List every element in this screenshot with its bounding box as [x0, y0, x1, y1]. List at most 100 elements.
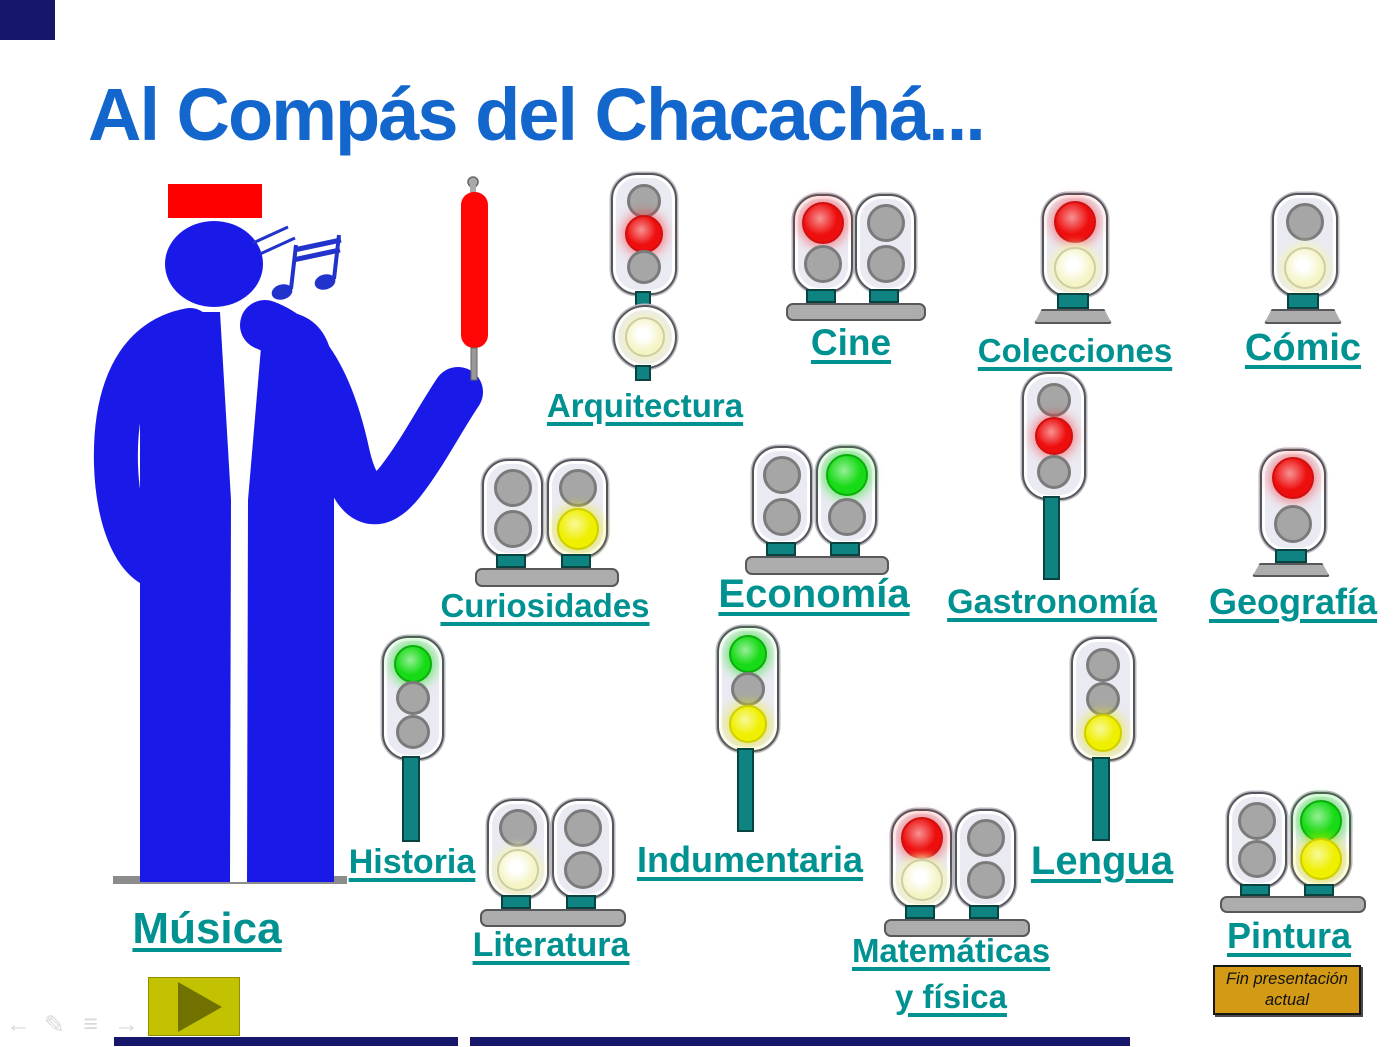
link-curiosidades[interactable]: Curiosidades: [440, 587, 650, 624]
signal-head: [482, 459, 543, 558]
annotate-pen-icon[interactable]: ✎: [44, 1011, 65, 1039]
signal-pedestal: [1275, 549, 1307, 563]
signal-light-off: [1037, 383, 1071, 417]
signal-light-green: [1300, 800, 1342, 842]
signal-light-lunar: [900, 859, 943, 901]
signal-head: [955, 809, 1016, 909]
link-indumentaria[interactable]: Indumentaria: [636, 839, 864, 880]
link-literatura[interactable]: Literatura: [472, 926, 630, 964]
signal-pole: [1092, 757, 1110, 841]
signal-head: [547, 459, 608, 558]
play-button[interactable]: [148, 977, 240, 1036]
signal-light-off: [396, 681, 430, 715]
conductor-head: [165, 221, 263, 307]
signal-light-green: [825, 454, 868, 496]
signal-base: [1034, 309, 1112, 324]
signal-base: [1264, 309, 1342, 324]
signal-pedestal: [905, 905, 935, 919]
signal-pedestal: [1287, 293, 1319, 309]
signal-light-yellow: [1084, 714, 1122, 752]
link-economia[interactable]: Economía: [718, 572, 910, 616]
signal-light-off: [493, 469, 532, 507]
signal-light-off: [1274, 505, 1312, 543]
signal-base: [786, 303, 926, 321]
signal-light-off: [558, 469, 597, 507]
edge-artifact-top-left: [0, 0, 55, 40]
signal-head: [855, 194, 916, 293]
link-cine[interactable]: Cine: [810, 322, 892, 363]
signal-light-lunar: [1284, 247, 1326, 289]
signal-light-off: [1037, 455, 1071, 489]
link-lengua[interactable]: Lengua: [1030, 839, 1174, 883]
play-icon: [178, 981, 222, 1032]
signal-pedestal: [806, 289, 836, 303]
signal-base: [884, 919, 1030, 937]
signal-pedestal: [969, 905, 999, 919]
signal-light-green: [729, 635, 767, 673]
signal-light-off: [1238, 802, 1276, 840]
signal-baton: [461, 176, 488, 381]
signal-light-lunar: [497, 849, 539, 891]
signal-pedestal: [566, 895, 596, 909]
edge-artifact-bottom-right: [470, 1037, 1130, 1046]
signal-light-red: [1035, 417, 1073, 455]
signal-pedestal: [869, 289, 899, 303]
link-comic[interactable]: Cómic: [1244, 327, 1362, 369]
link-historia[interactable]: Historia: [348, 843, 476, 881]
signal-light-green: [394, 645, 432, 683]
signal-light-lunar: [1054, 247, 1096, 289]
slide-menu-icon[interactable]: ≡: [83, 1010, 98, 1038]
signal-light-lunar: [625, 317, 665, 357]
signal-light-off: [804, 245, 842, 283]
signal-light-yellow: [556, 508, 599, 550]
coat-opening: [220, 312, 264, 882]
signal-light-off: [966, 819, 1005, 857]
signal-light-off: [866, 245, 905, 283]
signal-stub: [635, 365, 651, 381]
link-gastronomia[interactable]: Gastronomía: [947, 583, 1157, 621]
signal-light-off: [1086, 682, 1120, 716]
music-notes-icon: [252, 225, 342, 300]
conductor-figure: [93, 176, 488, 884]
signal-light-off: [763, 498, 801, 536]
link-pintura[interactable]: Pintura: [1226, 915, 1352, 956]
signal-head: [1291, 792, 1351, 888]
signal-light-off: [627, 250, 661, 284]
next-slide-icon[interactable]: →: [114, 1010, 139, 1038]
signal-light-off: [966, 861, 1005, 899]
signal-light-red: [802, 202, 844, 244]
signal-light-off: [493, 510, 532, 548]
previous-slide-icon[interactable]: ←: [6, 1010, 31, 1038]
signal-head: [793, 194, 853, 293]
link-geografia[interactable]: Geografía: [1208, 581, 1378, 622]
signal-pedestal: [501, 895, 531, 909]
link-musica[interactable]: Música: [132, 904, 282, 953]
signal-base: [480, 909, 626, 927]
signal-round-head: [613, 305, 677, 369]
signal-light-red: [625, 215, 663, 253]
conductor-right-arm: [240, 300, 483, 525]
signal-head: [1071, 637, 1135, 761]
edge-artifact-bottom-left: [114, 1037, 458, 1046]
signal-light-off: [1086, 648, 1120, 682]
signal-pedestal: [830, 542, 860, 556]
signal-head: [487, 799, 549, 899]
signal-head: [891, 809, 952, 909]
signal-light-off: [866, 204, 905, 242]
signal-head: [1227, 792, 1287, 888]
signal-light-off: [499, 809, 537, 847]
signal-pole: [402, 756, 420, 842]
signal-light-off: [627, 184, 661, 218]
signal-head: [717, 626, 779, 752]
signal-light-yellow: [729, 705, 767, 743]
link-colecciones[interactable]: Colecciones: [977, 332, 1173, 369]
signal-pedestal: [1304, 884, 1334, 896]
signal-light-red: [900, 817, 943, 859]
signal-head: [552, 799, 614, 899]
link-arquitectura[interactable]: Arquitectura: [546, 387, 744, 424]
signal-head: [1272, 193, 1338, 297]
signal-light-off: [827, 498, 866, 536]
signal-pedestal: [1057, 293, 1089, 309]
fin-presentacion-button[interactable]: Fin presentación actual: [1213, 965, 1361, 1015]
link-matematicas[interactable]: Matemáticas y física: [851, 932, 1051, 1015]
